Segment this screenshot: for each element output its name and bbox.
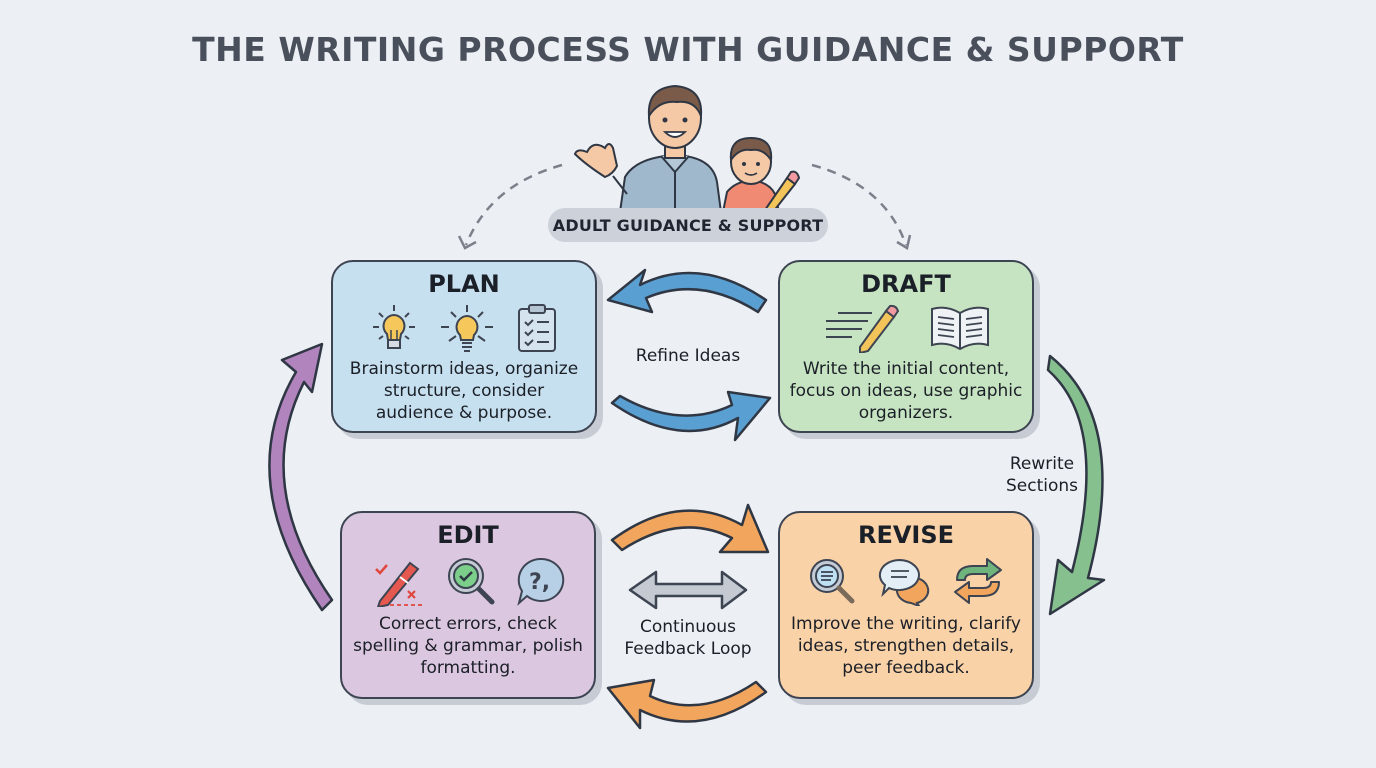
- stage-title: PLAN: [428, 270, 500, 298]
- stage-revise: REVISE Improve the writing, clarify idea…: [778, 511, 1034, 699]
- open-book-icon: [931, 306, 989, 351]
- red-pen-icon: [375, 561, 422, 607]
- stage-description: Improve the writing, clarify ideas, stre…: [791, 614, 1021, 678]
- guidance-dashed-arrows: [464, 163, 908, 246]
- cycle-back-arrow: [268, 342, 334, 612]
- stage-title: DRAFT: [861, 270, 951, 298]
- chat-bubbles-icon: [878, 558, 930, 606]
- clipboard-checklist-icon: [518, 304, 556, 352]
- stage-draft: DRAFT Write the initial content, focus o…: [778, 260, 1034, 433]
- guidance-label: ADULT GUIDANCE & SUPPORT: [548, 208, 828, 242]
- stage-description: Correct errors, check spelling & grammar…: [353, 614, 583, 678]
- lightbulb-icon: [373, 305, 415, 349]
- refine-arrow-forward: [610, 390, 772, 442]
- label-line: Feedback Loop: [624, 639, 752, 659]
- refine-ideas-label: Refine Ideas: [635, 346, 741, 366]
- refine-arrow-back: [606, 268, 768, 314]
- swap-arrows-icon: [954, 558, 1002, 604]
- feedback-loop-label: Continuous Feedback Loop: [608, 616, 768, 660]
- rewrite-sections-label: Rewrite Sections: [996, 453, 1088, 497]
- stage-description: Brainstorm ideas, organize structure, co…: [349, 359, 579, 423]
- stage-edit: EDIT ?, Correct errors, check spelling &…: [340, 511, 596, 699]
- label-line: Sections: [1005, 476, 1079, 496]
- stage-plan: PLAN: [331, 260, 597, 433]
- adult-child-illustration: [573, 84, 801, 212]
- punctuation-bubble-icon: ?,: [517, 557, 565, 606]
- double-arrow-icon: [628, 570, 748, 610]
- pencil-writing-icon: [826, 304, 900, 353]
- svg-text:?,: ?,: [529, 570, 550, 595]
- label-line: Rewrite: [1009, 454, 1075, 474]
- rewrite-arrow: [1046, 354, 1106, 616]
- magnifier-text-icon: [810, 559, 855, 604]
- page-title: THE WRITING PROCESS WITH GUIDANCE & SUPP…: [192, 30, 1184, 69]
- stage-title: REVISE: [857, 521, 955, 549]
- magnifier-check-icon: [448, 558, 495, 605]
- feedback-arrow-back: [606, 678, 768, 730]
- feedback-arrow-forward: [610, 503, 770, 554]
- stage-title: EDIT: [437, 521, 499, 549]
- label-line: Continuous: [639, 617, 736, 637]
- stage-description: Write the initial content, focus on idea…: [789, 359, 1023, 423]
- lightbulb-shining-icon: [441, 305, 493, 352]
